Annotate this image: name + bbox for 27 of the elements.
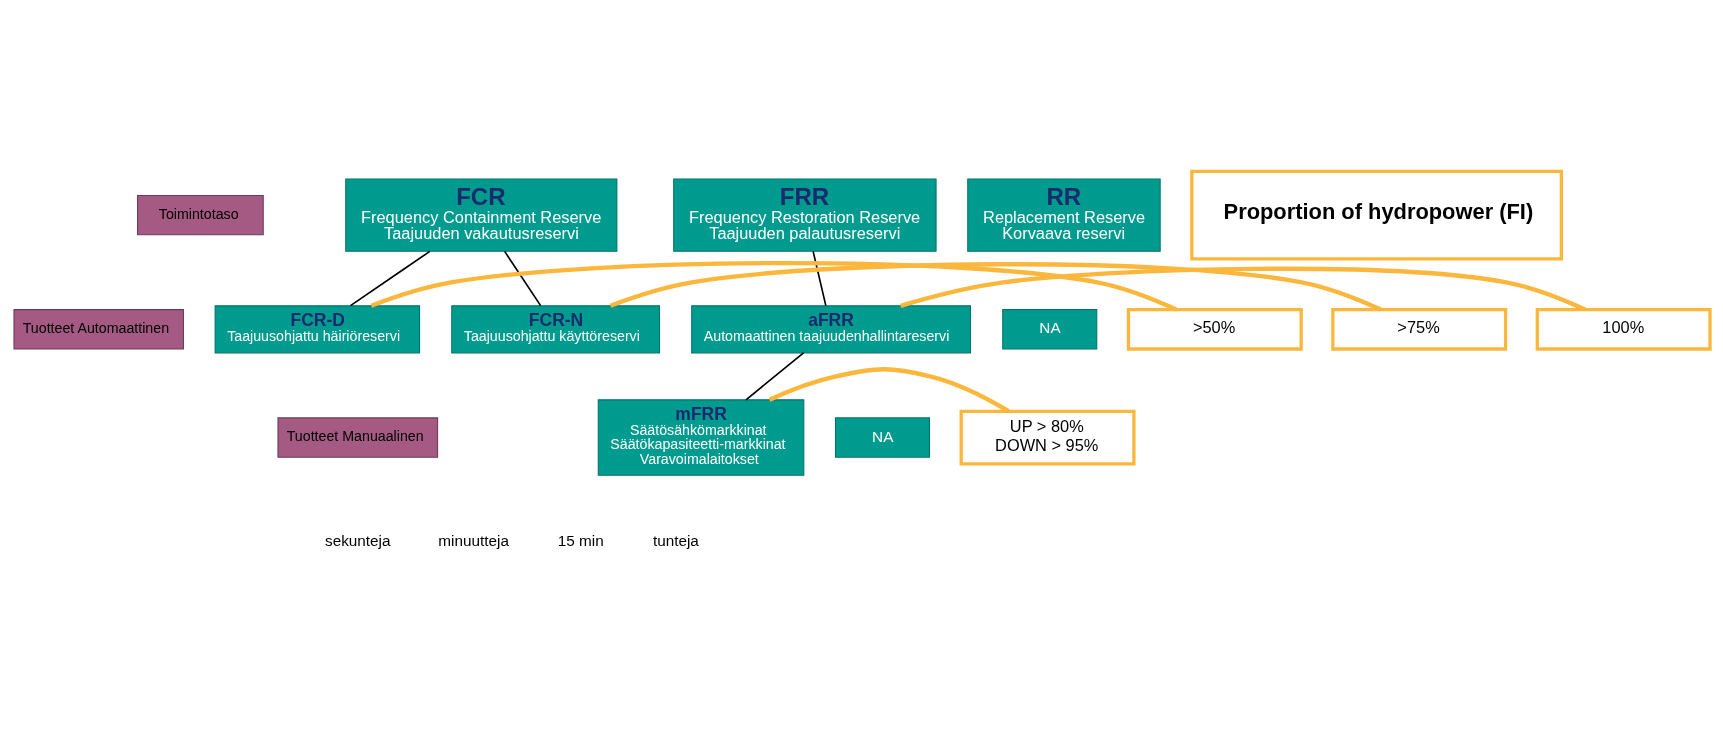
node-box: UP > 80% DOWN > 95% xyxy=(959,409,1136,465)
node-box: FRR Frequency Restoration Reserve Taajuuden palautusreservi xyxy=(672,177,937,252)
node-box: aFRR Automaattinen taajuudenhallintareservi xyxy=(690,304,971,353)
connector xyxy=(349,250,431,306)
node-box: 100% xyxy=(1535,307,1712,351)
node-box: Tuotteet Automaattinen xyxy=(12,308,184,350)
node-box: FCR Frequency Containment Reserve Taajuuden vakautusreservi xyxy=(344,177,617,252)
node-box: mFRR Säätösähkömarkkinat Säätökapasiteetti-markkinat Varavoimalaitokset xyxy=(597,398,804,476)
node-box: NA xyxy=(834,416,930,458)
node-box: FCR-N Taajuusohjattu käyttöreservi xyxy=(450,304,660,353)
label: minuutteja xyxy=(437,531,509,549)
label: tunteja xyxy=(652,531,699,549)
node-box: >75% xyxy=(1330,307,1507,351)
connector xyxy=(744,351,804,401)
label: sekunteja xyxy=(324,531,391,549)
node-box: NA xyxy=(1001,308,1097,350)
node-box: FCR-D Taajuusohjattu häiriöreservi xyxy=(214,304,420,353)
label: 15 min xyxy=(557,531,604,549)
connector xyxy=(503,250,541,306)
node-box: Proportion of hydropower (FI) xyxy=(1189,169,1563,260)
node-box: Tuotteet Manuaalinen xyxy=(276,416,438,458)
connector xyxy=(768,366,1010,413)
node-box: Toimintotaso xyxy=(136,194,264,235)
node-box: RR Replacement Reserve Korvaava reservi xyxy=(966,177,1161,252)
connector xyxy=(811,250,827,306)
connector xyxy=(899,266,1586,312)
node-box: >50% xyxy=(1126,307,1303,351)
